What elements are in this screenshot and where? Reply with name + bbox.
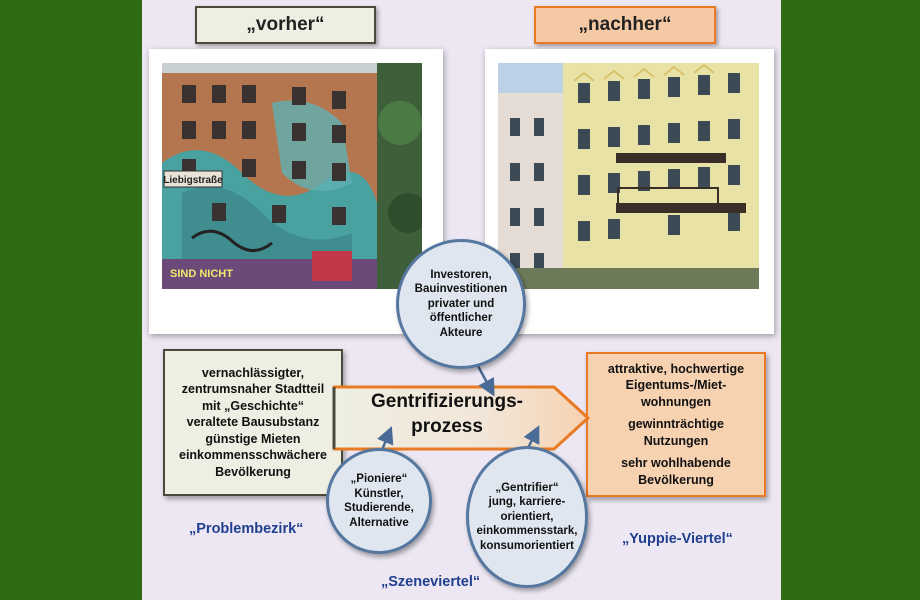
after-line-2: Eigentums-/Miet- — [625, 378, 727, 393]
investors-line-2: Bauinvestitionen — [414, 283, 508, 296]
before-line-5: günstige Mieten — [205, 431, 301, 446]
gentrifier-line-1: „Gentrifier“ — [495, 481, 559, 494]
investors-line-3: privater und — [427, 297, 495, 310]
arrow-pioneers — [377, 426, 394, 451]
before-description-box: vernachlässigter, zentrumsnaher Stadttei… — [163, 349, 343, 496]
before-line-2: zentrumsnaher Stadtteil — [181, 382, 325, 397]
after-line-3: wohnungen — [640, 394, 712, 409]
before-line-1: vernachlässigter, — [201, 365, 305, 380]
renovated-house-image — [498, 63, 759, 289]
label-vorher: „vorher“ — [195, 6, 376, 44]
after-line-1: attraktive, hochwertige — [607, 361, 745, 376]
gentrifier-line-3: orientiert, — [500, 510, 554, 523]
graffiti-house-image: Liebigstraße SIND NICHT — [162, 63, 422, 289]
after-line-6: sehr wohlhabende — [621, 456, 731, 471]
label-szeneviertel: „Szeneviertel“ — [381, 574, 481, 590]
pioneers-line-2: Künstler, — [354, 487, 404, 500]
pioneers-line-1: „Pioniere“ — [350, 473, 408, 485]
street-sign-text: Liebigstraße — [163, 175, 223, 186]
after-description-box: attraktive, hochwertige Eigentums-/Miet-… — [586, 352, 766, 497]
before-line-6: einkommensschwächere — [179, 448, 327, 463]
gentrifier-line-2: jung, karriere- — [488, 496, 566, 509]
arrow-investors — [476, 365, 495, 397]
investors-circle: Investoren, Bauinvestitionen privater un… — [396, 239, 526, 369]
after-line-5: Nutzungen — [643, 433, 709, 448]
before-line-7: Bevölkerung — [215, 464, 291, 479]
after-line-4: gewinnträchtige — [628, 417, 724, 432]
pioneers-line-3: Studierende, — [344, 502, 414, 514]
label-yuppie-viertel: „Yuppie-Viertel“ — [622, 531, 733, 547]
gentrifier-line-4: einkommensstark, — [476, 525, 578, 538]
before-line-4: veraltete Bausubstanz — [186, 415, 320, 430]
photo-after — [485, 49, 774, 334]
investors-line-4: öffentlicher — [429, 312, 493, 325]
process-line-2: prozess — [411, 416, 483, 437]
pioneers-circle: „Pioniere“ Künstler, Studierende, Altern… — [326, 448, 432, 554]
after-line-7: Bevölkerung — [638, 472, 714, 487]
investors-line-5: Akteure — [439, 326, 483, 339]
pioneers-line-4: Alternative — [349, 516, 409, 529]
label-nachher: „nachher“ — [534, 6, 716, 44]
diagram-canvas: „vorher“ „nachher“ Liebigstraße SIND NIC — [142, 0, 781, 600]
before-line-3: mit „Geschichte“ — [201, 398, 305, 413]
investors-line-1: Investoren, — [430, 268, 492, 281]
photo-before: Liebigstraße SIND NICHT — [149, 49, 443, 334]
gentrifier-circle: „Gentrifier“ jung, karriere- orientiert,… — [466, 446, 588, 588]
label-problembezirk: „Problembezirk“ — [189, 521, 304, 537]
gentrifier-line-5: konsumorientiert — [480, 539, 574, 552]
graffiti-text: SIND NICHT — [170, 268, 233, 280]
